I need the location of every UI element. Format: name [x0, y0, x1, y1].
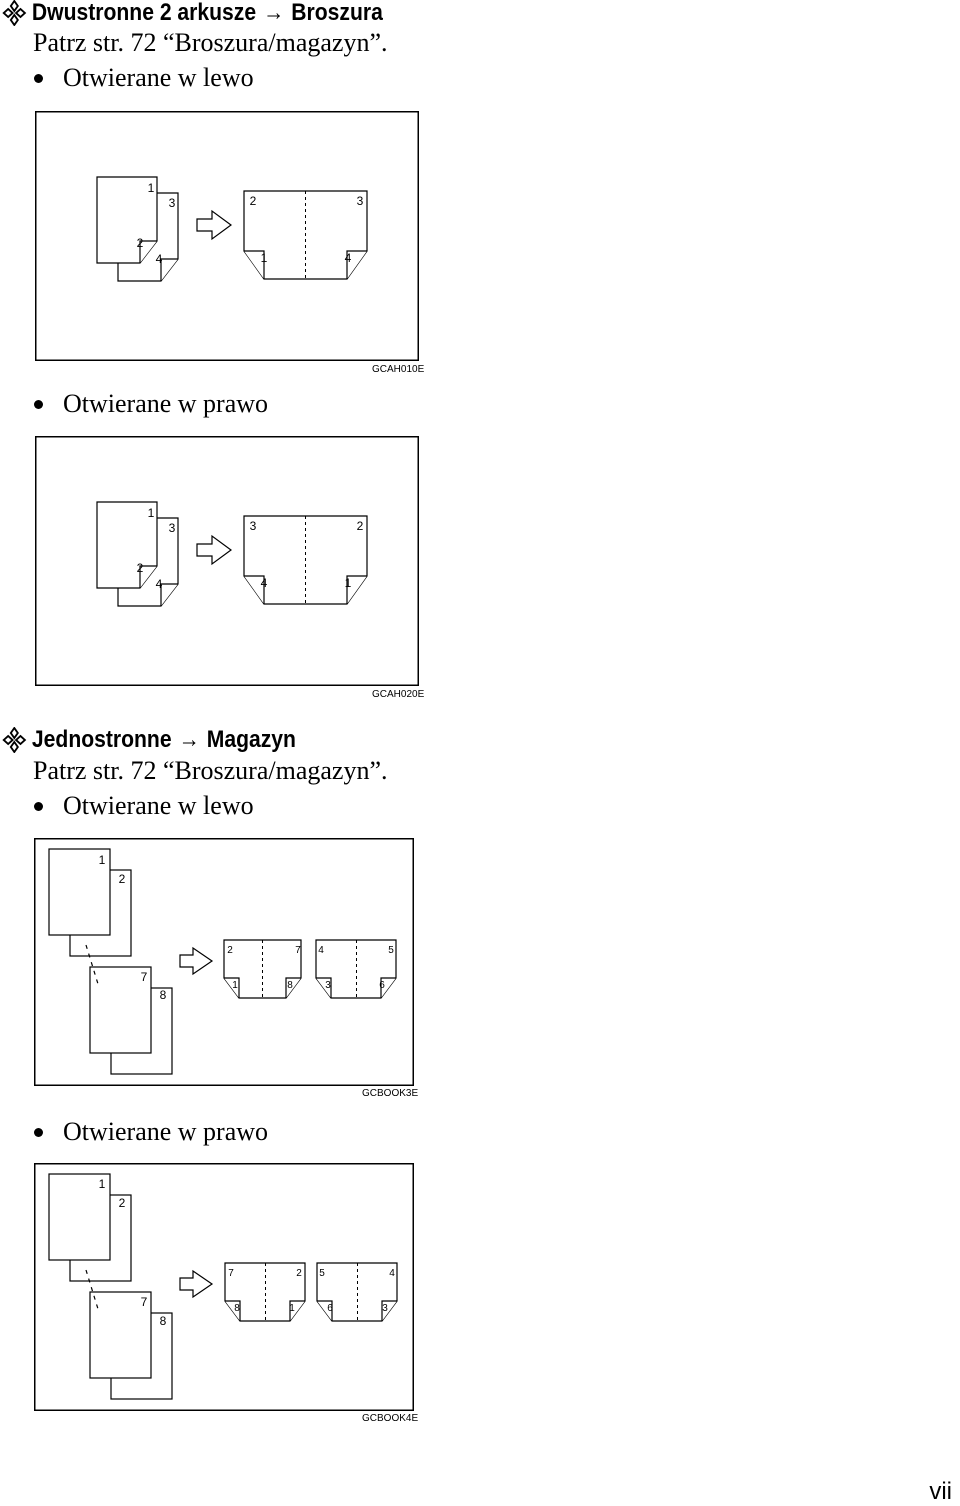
booklet-page-number: 1: [345, 576, 352, 590]
page-number: 7: [141, 1295, 148, 1309]
booklet-page-number: 8: [287, 980, 293, 991]
booklet-page-number: 1: [261, 251, 268, 265]
diamond-bullet-icon: [2, 0, 27, 26]
page-sheet: [48, 848, 111, 936]
diamond-bullet-icon: [2, 727, 27, 753]
arrow-right-icon: →: [263, 0, 285, 26]
booklet-page-number: 8: [234, 1303, 240, 1314]
page-reference: Patrz str. 72 “Broszura/magazyn”.: [33, 756, 388, 785]
arrow-shape-icon: [196, 534, 233, 566]
figure-code: GCBOOK4E: [362, 1413, 419, 1424]
booklet-page-number: 1: [232, 980, 238, 991]
bullet-open-left: Otwierane w lewo: [34, 63, 254, 93]
booklet-page-number: 2: [357, 519, 364, 533]
arrow-right-icon: →: [178, 726, 200, 753]
booklet-page-number: 4: [389, 1268, 395, 1279]
booklet-page-number: 4: [345, 251, 352, 265]
sheet-page-number: 4: [156, 252, 163, 266]
bullet-dot-icon: [34, 801, 43, 811]
booklet-page-number: 3: [382, 1303, 388, 1314]
sheet-page-number: 4: [156, 577, 163, 591]
bullet-open-right: Otwierane w prawo: [34, 389, 268, 419]
bullet-dot-icon: [34, 399, 43, 409]
bullet-label: Otwierane w prawo: [63, 1117, 269, 1146]
page-number-footer: vii: [929, 1478, 952, 1505]
sheet-page-number: 2: [137, 236, 144, 250]
page-sheet: [48, 1173, 111, 1261]
section-heading-duplex-booklet: Dwustronne 2 arkusze → Broszura: [2, 0, 383, 27]
page-number: 7: [141, 970, 148, 984]
section-heading-simplex-magazine: Jednostronne → Magazyn: [2, 726, 296, 754]
booklet-page-number: 1: [289, 1303, 295, 1314]
booklet-page-number: 4: [261, 576, 268, 590]
figure-code: GCAH010E: [372, 364, 425, 375]
bullet-open-right: Otwierane w prawo: [34, 1117, 268, 1147]
booklet-page-number: 5: [388, 945, 394, 956]
bullet-dot-icon: [34, 73, 43, 83]
arrow-shape-icon: [196, 209, 233, 241]
sheet-page-number: 3: [169, 521, 176, 535]
figure-duplex-booklet-left: 1 3 2 4 2 3 1 4: [35, 111, 419, 361]
arrow-shape-icon: [179, 1269, 214, 1299]
heading-text-end: Broszura: [291, 0, 383, 26]
heading-text-end: Magazyn: [206, 726, 296, 753]
bullet-label: Otwierane w lewo: [63, 63, 254, 92]
page-number: 2: [119, 1196, 126, 1210]
page-reference: Patrz str. 72 “Broszura/magazyn”.: [33, 28, 388, 57]
sheet-page-number: 1: [148, 181, 155, 195]
heading-text-start: Dwustronne 2 arkusze: [31, 0, 257, 26]
page-number: 2: [119, 872, 126, 886]
booklet-page-number: 2: [296, 1268, 302, 1279]
booklet-page-number: 6: [379, 980, 385, 991]
page-number: 8: [160, 988, 167, 1002]
booklet-page-number: 7: [295, 945, 301, 956]
booklet-page-number: 2: [250, 194, 257, 208]
bullet-dot-icon: [34, 1127, 43, 1137]
heading-text-start: Jednostronne: [31, 726, 172, 753]
booklet-page-number: 6: [327, 1303, 333, 1314]
booklet-page-number: 7: [228, 1268, 234, 1279]
sheet-page-number: 3: [169, 196, 176, 210]
figure-code: GCBOOK3E: [362, 1088, 419, 1099]
booklet-page-number: 3: [325, 980, 331, 991]
figure-duplex-booklet-right: 1 3 2 4 3 2 4 1: [35, 436, 419, 686]
bullet-label: Otwierane w lewo: [63, 791, 254, 820]
page-number: 1: [99, 853, 106, 867]
booklet-page-number: 3: [357, 194, 364, 208]
sheet-page-number: 2: [137, 561, 144, 575]
figure-simplex-magazine-left: 1 2 7 8 2 7 1 8 4 5 3 6: [34, 838, 414, 1086]
figure-simplex-magazine-right: 1 2 7 8 7 2 8 1 5 4 6 3: [34, 1163, 414, 1411]
booklet-page-number: 2: [227, 945, 233, 956]
bullet-label: Otwierane w prawo: [63, 389, 269, 418]
booklet-page-number: 5: [319, 1268, 325, 1279]
page-number: 8: [160, 1314, 167, 1328]
booklet-page-number: 3: [250, 519, 257, 533]
figure-code: GCAH020E: [372, 689, 425, 700]
page-number: 1: [99, 1177, 106, 1191]
arrow-shape-icon: [179, 946, 214, 976]
sheet-page-number: 1: [148, 506, 155, 520]
bullet-open-left: Otwierane w lewo: [34, 791, 254, 821]
booklet-page-number: 4: [318, 945, 324, 956]
page-sheet: [89, 966, 152, 1054]
page-sheet: [89, 1291, 152, 1379]
